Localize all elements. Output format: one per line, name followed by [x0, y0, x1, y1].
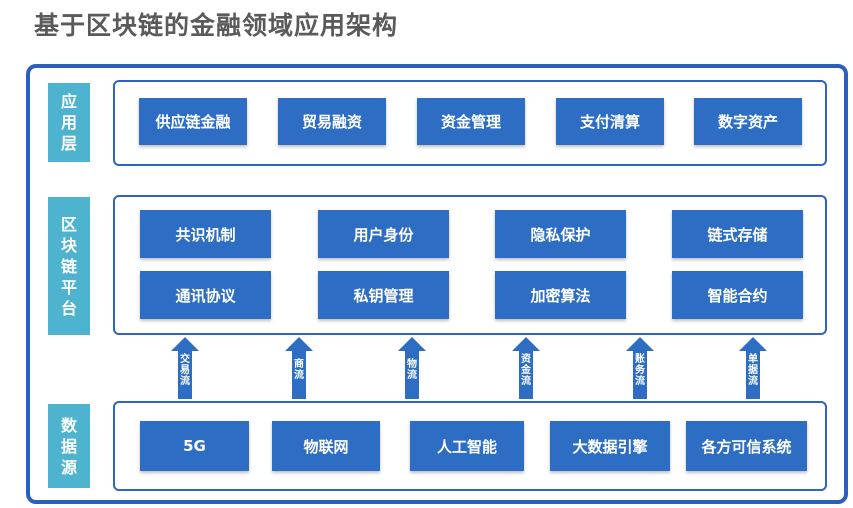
- layer-label-platform: 区块链平台: [48, 197, 90, 335]
- flow-arrow-logistics: 物流: [398, 337, 426, 399]
- app-item-trade-finance[interactable]: 贸易融资: [278, 98, 386, 145]
- flow-label-logistics: 物流: [407, 359, 417, 381]
- page-title: 基于区块链的金融领域应用架构: [34, 11, 399, 40]
- platform-item-user-identity[interactable]: 用户身份: [318, 210, 449, 258]
- flow-label-commerce: 商流: [294, 359, 304, 381]
- platform-item-encryption-algorithm[interactable]: 加密算法: [495, 271, 626, 319]
- platform-item-privacy-protection[interactable]: 隐私保护: [495, 210, 626, 258]
- platform-item-smart-contract[interactable]: 智能合约: [672, 271, 803, 319]
- app-item-supply-chain-finance[interactable]: 供应链金融: [139, 98, 247, 145]
- app-item-fund-management[interactable]: 资金管理: [417, 98, 525, 145]
- flow-arrow-transaction: 交易流: [171, 337, 199, 399]
- data-item-iot[interactable]: 物联网: [272, 421, 380, 471]
- flow-arrow-commerce: 商流: [285, 337, 313, 399]
- data-item-ai[interactable]: 人工智能: [410, 421, 524, 471]
- flow-arrow-capital: 资金流: [512, 337, 540, 399]
- layer-label-application: 应用层: [48, 83, 90, 162]
- layer-label-data: 数据源: [48, 404, 90, 488]
- platform-item-consensus[interactable]: 共识机制: [140, 210, 271, 258]
- app-item-digital-assets[interactable]: 数字资产: [694, 98, 802, 145]
- flow-arrow-accounting: 账务流: [626, 337, 654, 399]
- data-item-big-data-engine[interactable]: 大数据引擎: [550, 421, 670, 471]
- flow-arrow-documents: 单据流: [739, 337, 767, 399]
- data-item-5g[interactable]: 5G: [140, 421, 249, 471]
- flow-label-accounting: 账务流: [635, 354, 645, 387]
- flow-label-transaction: 交易流: [180, 354, 190, 387]
- platform-item-chain-storage[interactable]: 链式存储: [672, 210, 803, 258]
- flow-label-documents: 单据流: [748, 354, 758, 387]
- data-item-trusted-systems[interactable]: 各方可信系统: [686, 421, 807, 471]
- flow-label-capital: 资金流: [521, 354, 531, 387]
- app-item-payment-clearing[interactable]: 支付清算: [556, 98, 664, 145]
- platform-item-communication-protocol[interactable]: 通讯协议: [140, 271, 271, 319]
- platform-item-private-key-management[interactable]: 私钥管理: [318, 271, 449, 319]
